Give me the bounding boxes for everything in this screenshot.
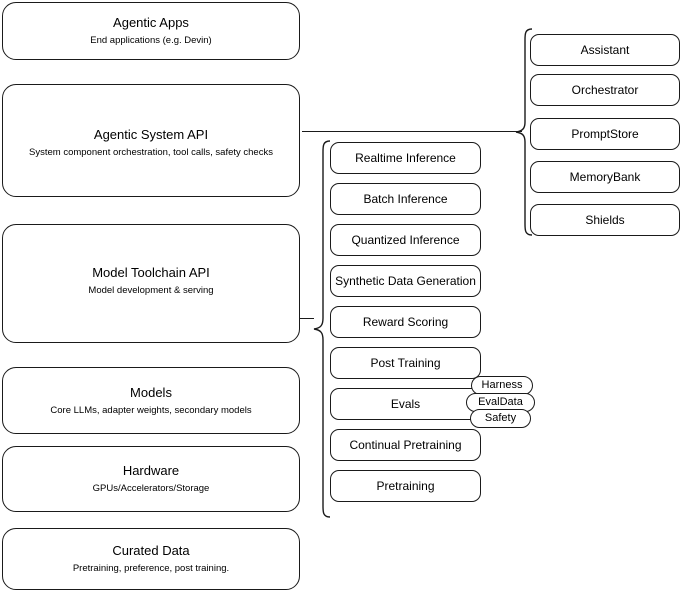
system-component-label: MemoryBank (569, 169, 641, 184)
connector-line-toolchain (300, 318, 314, 319)
layer-title: Model Toolchain API (92, 265, 210, 280)
layer-model-toolchain-api[interactable]: Model Toolchain API Model development & … (2, 224, 300, 343)
component-evals[interactable]: Evals (330, 388, 481, 420)
system-component-assistant[interactable]: Assistant (530, 34, 680, 66)
layer-title: Agentic System API (93, 127, 209, 142)
component-label: Post Training (370, 355, 441, 370)
evals-tag-safety[interactable]: Safety (470, 409, 531, 428)
brace-toolchain (313, 140, 331, 518)
system-component-label: Orchestrator (571, 82, 639, 97)
system-component-memorybank[interactable]: MemoryBank (530, 161, 680, 193)
layer-subtitle: Core LLMs, adapter weights, secondary mo… (50, 404, 252, 416)
component-label: Quantized Inference (351, 232, 460, 247)
component-synthetic-data-generation[interactable]: Synthetic Data Generation (330, 265, 481, 297)
component-label: Evals (390, 396, 421, 411)
component-realtime-inference[interactable]: Realtime Inference (330, 142, 481, 174)
component-continual-pretraining[interactable]: Continual Pretraining (330, 429, 481, 461)
system-component-label: Assistant (580, 42, 630, 57)
component-label: Reward Scoring (362, 314, 449, 329)
layer-subtitle: GPUs/Accelerators/Storage (92, 483, 210, 494)
evals-tag-label: Harness (481, 379, 523, 391)
component-label: Pretraining (376, 478, 435, 493)
layer-subtitle: Model development & serving (88, 285, 214, 296)
component-reward-scoring[interactable]: Reward Scoring (330, 306, 481, 338)
system-component-promptstore[interactable]: PromptStore (530, 118, 680, 150)
layer-subtitle: Pretraining, preference, post training. (72, 563, 230, 574)
evals-tag-label: EvalData (478, 396, 523, 408)
layer-curated-data[interactable]: Curated Data Pretraining, preference, po… (2, 528, 300, 590)
system-component-orchestrator[interactable]: Orchestrator (530, 74, 680, 106)
component-quantized-inference[interactable]: Quantized Inference (330, 224, 481, 256)
layer-models[interactable]: Models Core LLMs, adapter weights, secon… (2, 367, 300, 434)
evals-tag-label: Safety (484, 412, 517, 424)
layer-agentic-system-api[interactable]: Agentic System API System component orch… (2, 84, 300, 197)
layer-title: Agentic Apps (113, 15, 189, 30)
layer-title: Curated Data (112, 543, 190, 558)
component-post-training[interactable]: Post Training (330, 347, 481, 379)
system-component-shields[interactable]: Shields (530, 204, 680, 236)
component-label: Realtime Inference (355, 150, 456, 165)
layer-hardware[interactable]: Hardware GPUs/Accelerators/Storage (2, 446, 300, 512)
component-label: Synthetic Data Generation (335, 273, 476, 288)
component-pretraining[interactable]: Pretraining (330, 470, 481, 502)
component-batch-inference[interactable]: Batch Inference (330, 183, 481, 215)
component-label: Batch Inference (363, 191, 448, 206)
system-component-label: Shields (585, 212, 625, 227)
evals-tag-evaldata[interactable]: EvalData (466, 393, 535, 412)
connector-line-system-api (302, 131, 522, 132)
layer-title: Models (130, 384, 172, 400)
component-label: Continual Pretraining (349, 437, 462, 452)
layer-subtitle: End applications (e.g. Devin) (90, 35, 212, 46)
layer-agentic-apps[interactable]: Agentic Apps End applications (e.g. Devi… (2, 2, 300, 60)
layer-subtitle: System component orchestration, tool cal… (29, 147, 273, 158)
system-component-label: PromptStore (571, 126, 639, 141)
layer-title: Hardware (122, 463, 180, 478)
brace-system-components (515, 28, 533, 236)
